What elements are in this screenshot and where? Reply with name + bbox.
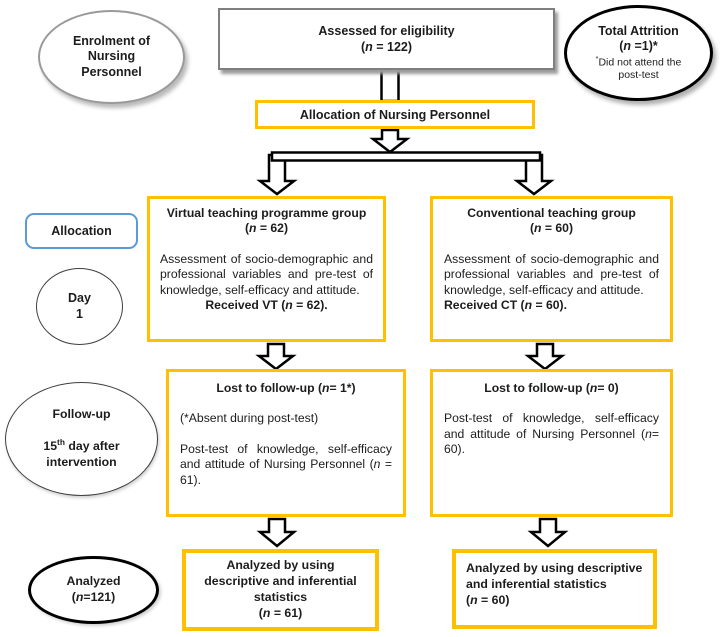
enrolment-stage-ellipse: Enrolment of Nursing Personnel	[38, 10, 185, 104]
arrow-lost-to-analyzed-vt	[256, 517, 298, 548]
lost-vt-note: (*Absent during post-test)	[180, 411, 319, 426]
ct-group-body: Assessment of socio-demographic and prof…	[444, 251, 659, 297]
assessed-title: Assessed for eligibility	[318, 23, 455, 38]
vt-group-count: (n = 62)	[244, 221, 289, 236]
vt-group-received: Received VT (n = 62).	[205, 298, 328, 313]
lost-followup-vt-box: Lost to follow-up (n= 1*) (*Absent durin…	[166, 369, 406, 517]
total-attrition-ellipse: Total Attrition (n =1)* *Did not attend …	[564, 5, 713, 101]
ct-group-box: Conventional teaching group (n = 60) Ass…	[430, 196, 673, 342]
arrow-allocation-to-split	[369, 128, 411, 154]
ct-group-received: Received CT (n = 60).	[444, 298, 567, 313]
connector-assessed-to-allocation	[380, 66, 400, 103]
split-bar	[270, 151, 542, 162]
followup-subtitle: 15th day after intervention	[43, 436, 120, 470]
followup-title: Follow-up	[52, 406, 111, 421]
lost-vt-title: Lost to follow-up (n= 1*)	[216, 381, 356, 395]
analyzed-vt-count: (n = 61)	[258, 605, 303, 620]
analyzed-ct-box: Analyzed by using descriptive and infere…	[452, 549, 657, 629]
followup-stage-ellipse: Follow-up 15th day after intervention	[5, 382, 158, 496]
assessed-eligibility-box: Assessed for eligibility (n = 122)	[218, 8, 555, 70]
analyzed-stage-ellipse: Analyzed (n=121)	[28, 556, 159, 624]
day1-stage-ellipse: Day 1	[36, 268, 123, 345]
arrow-lost-to-analyzed-ct	[527, 517, 569, 548]
analyzed-vt-body: Analyzed by using descriptive and infere…	[204, 558, 357, 604]
lost-ct-body: Post-test of knowledge, self-efficacy an…	[444, 411, 659, 457]
arrow-split-to-ct-group	[513, 153, 555, 196]
attrition-count: (n =1)*	[619, 39, 658, 54]
allocation-stage-text: Allocation	[51, 224, 112, 238]
day1-stage-text: Day 1	[68, 290, 91, 321]
vt-group-title: Virtual teaching programme group	[166, 206, 367, 220]
vt-group-box: Virtual teaching programme group (n = 62…	[147, 196, 386, 342]
lost-followup-ct-box: Lost to follow-up (n= 0) Post-test of kn…	[430, 369, 673, 517]
enrolment-text: Enrolment of Nursing Personnel	[72, 33, 151, 79]
arrow-split-to-vt-group	[256, 153, 298, 196]
attrition-title: Total Attrition	[598, 23, 679, 38]
arrow-ct-group-to-lost	[524, 342, 566, 371]
analyzed-vt-box: Analyzed by using descriptive and infere…	[182, 549, 379, 631]
analyzed-ct-body: Analyzed by using descriptive and infere…	[466, 561, 643, 591]
lost-ct-title: Lost to follow-up (n= 0)	[484, 381, 619, 395]
lost-vt-body: Post-test of knowledge, self-efficacy an…	[180, 441, 392, 487]
attrition-footnote: *Did not attend the post-test	[595, 54, 682, 82]
allocation-banner-box: Allocation of Nursing Personnel	[255, 100, 535, 129]
assessed-count: (n = 122)	[360, 40, 413, 54]
ct-group-count: (n = 60)	[529, 221, 574, 236]
allocation-banner-text: Allocation of Nursing Personnel	[299, 107, 491, 122]
allocation-stage-label: Allocation	[25, 213, 138, 249]
analyzed-stage-title: Analyzed	[66, 574, 121, 589]
vt-group-body: Assessment of socio-demographic and prof…	[160, 251, 373, 297]
arrow-vt-group-to-lost	[255, 342, 297, 371]
ct-group-title: Conventional teaching group	[467, 206, 636, 220]
analyzed-ct-count: (n = 60)	[466, 592, 510, 607]
analyzed-stage-count: (n=121)	[71, 590, 116, 604]
